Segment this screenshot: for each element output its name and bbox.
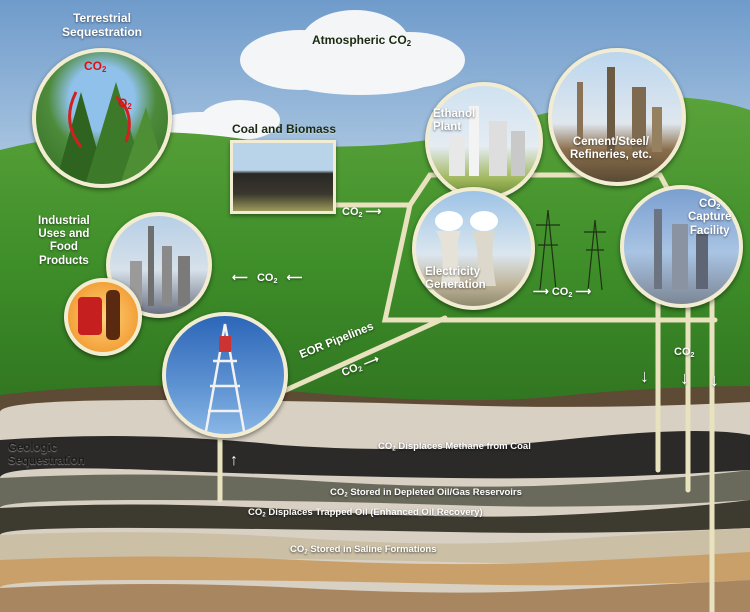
arrow-right-icon: ⟶ <box>365 206 382 218</box>
drill-rig-icon <box>204 323 246 432</box>
co2-in-label: CO2 <box>84 59 107 74</box>
arrow-right-icon: ⟶ <box>575 286 592 298</box>
ethanol-plant-photo <box>425 82 543 200</box>
co2-capture-facility-label: CO2 Capture Facility <box>688 198 732 237</box>
factory-icon <box>449 106 525 176</box>
factory-icon <box>654 209 708 289</box>
layer-methane-label: CO2 Displaces Methane from Coal <box>378 441 531 453</box>
layer-enhanced-oil-recovery-label: CO2 Displaces Trapped Oil (Enhanced Oil … <box>248 507 483 519</box>
layer-saline-formations-label: CO2 Stored in Saline Formations <box>290 544 437 556</box>
co2-flow-capture-label: ⟶ CO2 ⟶ <box>533 286 592 299</box>
arrow-up-icon: ↑ <box>230 452 238 469</box>
arrow-down-icon: ↓ <box>640 366 649 386</box>
cement-steel-refineries-label: Cement/Steel/Refineries, etc. <box>570 136 652 162</box>
factory-icon <box>435 211 498 286</box>
atmospheric-co2-label: Atmospheric CO2 <box>312 33 412 48</box>
terrestrial-sequestration-photo: CO2 O2 <box>32 48 172 188</box>
co2-capture-facility-photo <box>620 185 743 308</box>
arrow-left-icon: ⟵ <box>286 272 303 284</box>
arrow-right-icon: ⟶ <box>533 286 549 298</box>
co2-down-label: CO2 <box>674 346 695 359</box>
layer-depleted-reservoirs-label: CO2 Stored in Depleted Oil/Gas Reservoir… <box>330 487 522 499</box>
co2-flow-coal-label: CO2 ⟶ <box>342 206 382 219</box>
refineries-photo <box>548 48 686 186</box>
coal-biomass-label: Coal and Biomass <box>232 122 337 136</box>
arrow-down-icon: ↓ <box>710 370 719 390</box>
food-products-photo <box>64 278 142 356</box>
electricity-generation-photo <box>412 187 535 310</box>
soda-can-icon <box>78 297 102 335</box>
arrow-down-icon: ↓ <box>680 368 689 388</box>
factory-icon <box>577 67 662 152</box>
industrial-uses-label: Industrial Uses and Food Products <box>38 215 90 267</box>
bottle-icon <box>106 290 120 340</box>
o2-out-label: O2 <box>118 96 132 111</box>
eor-drill-rig-photo <box>162 312 288 438</box>
coal-biomass-photo <box>230 140 336 214</box>
co2-flow-industrial-label: ⟵ CO2 ⟵ <box>232 272 303 285</box>
arrow-left-icon: ⟵ <box>232 272 248 284</box>
